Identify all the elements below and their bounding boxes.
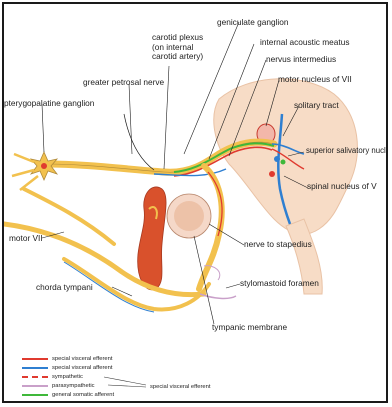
label-motor-nucleus-vii: motor nucleus of VII [278, 75, 352, 85]
legend-swatch [22, 385, 48, 387]
legend-label: special visceral efferent [52, 356, 112, 362]
label-geniculate-ganglion: geniculate ganglion [217, 18, 289, 28]
legend-label: general somatic afferent [52, 392, 114, 398]
label-pterygopalatine-ganglion: pterygopalatine ganglion [4, 99, 94, 109]
label-spinal-nucleus-v: spinal nucleus of V [307, 182, 377, 192]
diagram-frame: geniculate ganglion carotid plexus (on i… [2, 2, 388, 403]
label-greater-petrosal-nerve: greater petrosal nerve [83, 78, 164, 88]
superior-salivatory-nucleus-shape [274, 156, 280, 162]
label-internal-acoustic-meatus: internal acoustic meatus [260, 38, 349, 48]
label-tympanic-membrane: tympanic membrane [212, 323, 287, 333]
carotid-artery [138, 187, 166, 290]
label-chorda-tympani: chorda tympani [36, 283, 93, 293]
legend-item-general-somatic-afferent: general somatic afferent [22, 390, 114, 400]
legend-swatch [22, 394, 48, 396]
label-motor-vii: motor VII [9, 234, 43, 244]
label-carotid-plexus: carotid plexus (on internal carotid arte… [152, 33, 203, 62]
legend-swatch [22, 367, 48, 369]
label-solitary-tract: solitary tract [294, 101, 339, 111]
spinal-nucleus-v-shape [269, 171, 275, 177]
legend-label: sympathetic [52, 374, 83, 380]
legend-swatch [22, 376, 48, 378]
legend-group-label: special visceral efferent [150, 384, 210, 390]
label-superior-salivatory-nucleus: superior salivatory nucleus [306, 146, 388, 156]
label-stylomastoid-foramen: stylomastoid foramen [240, 279, 319, 289]
legend-label: special visceral afferent [52, 365, 112, 371]
legend-label: parasympathetic [52, 383, 95, 389]
legend-swatch [22, 358, 48, 360]
label-nervus-intermedius: nervus intermedius [266, 55, 336, 65]
label-nerve-to-stapedius: nerve to stapedius [244, 240, 312, 250]
